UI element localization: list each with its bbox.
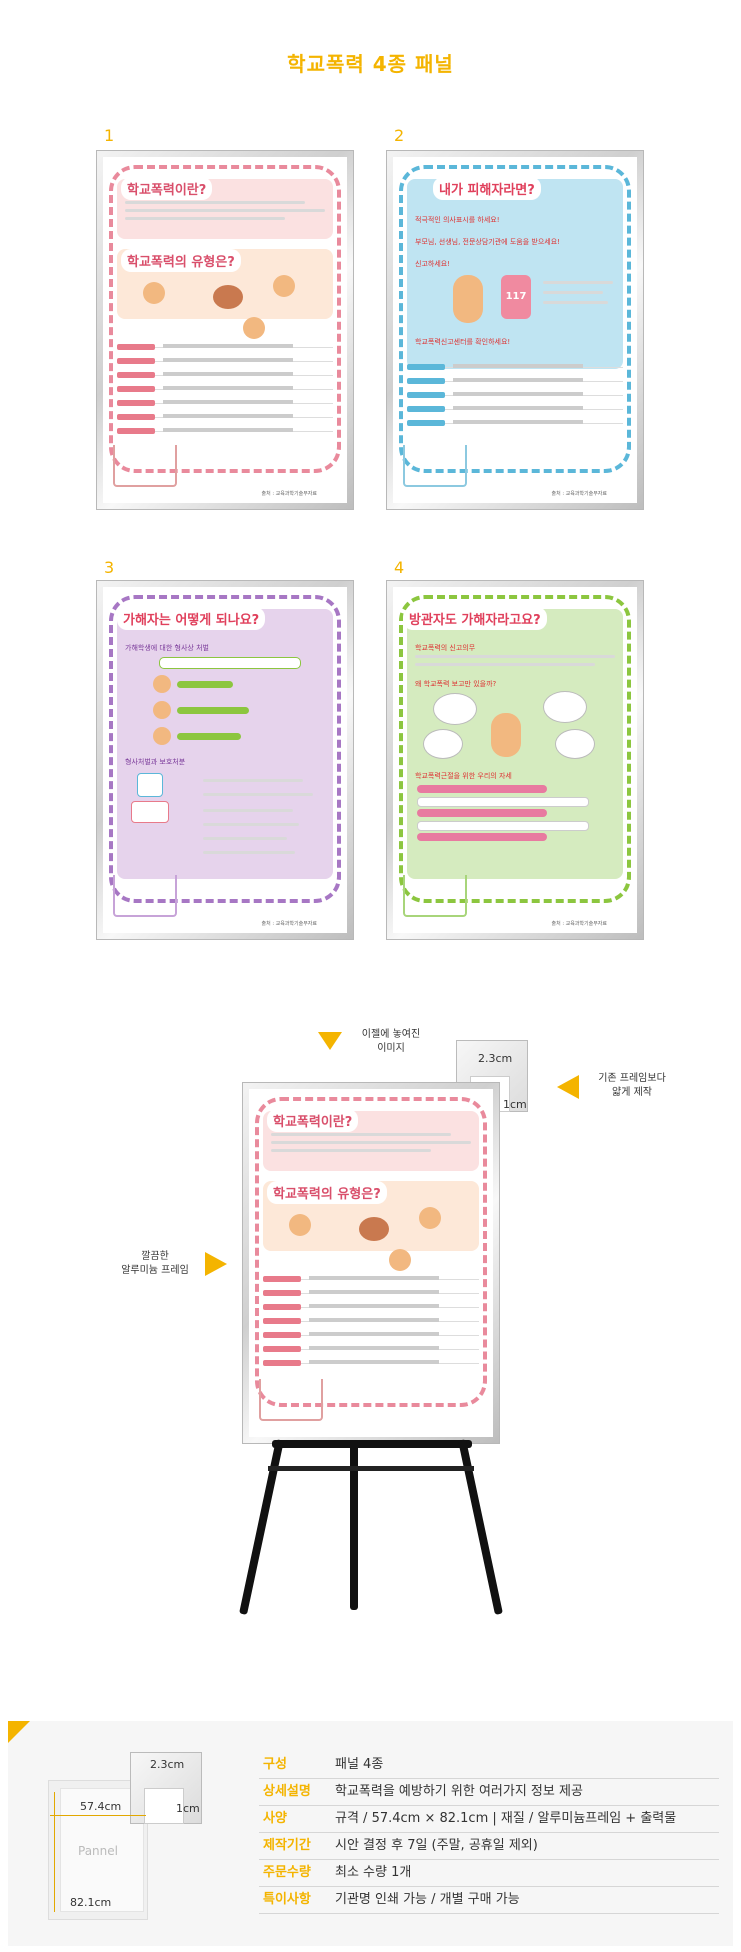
panel-3[interactable]: 가해자는 어떻게 되나요? 가해학생에 대한 형사상 처벌 형사처벌과 보호처분… [96,580,354,940]
panel-number-1: 1 [104,126,115,145]
house-illustration [113,875,177,917]
panel-1-dashed-border [109,165,341,473]
panel-4-content: 방관자도 가해자라고요? 학교폭력의 신고의무 왜 학교폭력 보고만 있을까? … [393,587,637,933]
person-illustration [491,713,521,757]
panel-number-2: 2 [394,126,405,145]
pannel-label: Pannel [78,1844,118,1858]
panel-2-dashed-border [399,165,631,473]
panel-2-bullet-1: 적극적인 의사표시를 하세요! [415,216,500,224]
person-illustration [453,275,483,323]
arrow-down-icon [318,1032,342,1050]
panel-number-3: 3 [104,558,115,577]
panel-4-bullet-3: 학교폭력근절을 위한 우리의 자세 [415,772,512,780]
easel-panel-heading1: 학교폭력이란? [267,1109,359,1132]
child-illustration [153,727,171,745]
panel-2-band [407,179,623,369]
panel-2[interactable]: 내가 피해자라면? 적극적인 의사표시를 하세요! 부모님, 선생님, 전문상담… [386,150,644,510]
panel-2-footer: 출처 : 교육과학기술부자료 [551,491,607,497]
frame-callout: 깔끔한 알루미늄 프레임 [121,1251,189,1276]
thin-frame-callout: 기존 프레임보다 얇게 제작 [598,1073,666,1098]
panel-4[interactable]: 방관자도 가해자라고요? 학교폭력의 신고의무 왜 학교폭력 보고만 있을까? … [386,580,644,940]
image-callout: 이젤에 놓여진 이미지 [361,1029,421,1054]
house-illustration [113,445,177,487]
panel-3-heading1: 가해자는 어떻게 되나요? [117,607,266,630]
panel-1-footer: 출처 : 교육과학기술부자료 [261,491,317,497]
panel-2-bullet-3: 신고하세요! [415,260,451,268]
child-illustration [153,701,171,719]
speech-bubble [423,729,463,759]
spec-corner-accent [8,1721,30,1743]
child-illustration [243,317,265,339]
phone-illustration: 117 [501,275,531,319]
depth-dimension: 2.3cm [478,1052,513,1065]
panel-1-content: 학교폭력이란? 학교폭력의 유형은? 출처 : 교육과학기술부자료 [103,157,347,503]
child-illustration [273,275,295,297]
panel-3-bullet-1: 가해학생에 대한 형사상 처벌 [125,644,209,652]
arrow-left-icon [557,1075,579,1099]
spec-width-dimension: 57.4cm [80,1800,122,1813]
panel-4-bullet-2: 왜 학교폭력 보고만 있을까? [415,680,497,688]
spec-depth-dimension: 2.3cm [150,1758,185,1771]
panel-2-content: 내가 피해자라면? 적극적인 의사표시를 하세요! 부모님, 선생님, 전문상담… [393,157,637,503]
panel-3-dashed-border [109,595,341,903]
easel-panel: 학교폭력이란? 학교폭력의 유형은? [242,1082,500,1444]
panel-2-bullet-4: 학교폭력신고센터를 확인하세요! [415,338,511,346]
panel-4-footer: 출처 : 교육과학기술부자료 [551,921,607,927]
house-illustration [403,445,467,487]
easel-panel-content: 학교폭력이란? 학교폭력의 유형은? [249,1089,493,1437]
child-illustration [143,282,165,304]
panel-3-notice [159,657,301,669]
speech-bubble [555,729,595,759]
panel-2-heading1: 내가 피해자라면? [433,177,541,200]
child-illustration [153,675,171,693]
page-title: 학교폭력 4종 패널 [287,52,454,76]
spec-side-dimension: 1cm [176,1802,200,1815]
width-dimension: 1cm [503,1098,527,1111]
panel-1[interactable]: 학교폭력이란? 학교폭력의 유형은? 출처 : 교육과학기술부자료 [96,150,354,510]
school-illustration [213,285,243,309]
panel-4-dashed-border [399,595,631,903]
panel-number-4: 4 [394,558,405,577]
panel-3-bullet-2: 형사처벌과 보호처분 [125,758,186,766]
panel-3-content: 가해자는 어떻게 되나요? 가해학생에 대한 형사상 처벌 형사처벌과 보호처분… [103,587,347,933]
speech-bubble [433,693,477,725]
panel-1-heading1: 학교폭력이란? [121,177,213,200]
panel-1-heading2: 학교폭력의 유형은? [121,249,241,272]
panel-3-footer: 출처 : 교육과학기술부자료 [261,921,317,927]
house-illustration [403,875,467,917]
arrow-right-icon [205,1252,227,1276]
easel-panel-heading2: 학교폭력의 유형은? [267,1181,387,1204]
panel-4-bullet-1: 학교폭력의 신고의무 [415,644,476,652]
speech-bubble [543,691,587,723]
panel-2-bullet-2: 부모님, 선생님, 전문상담기관에 도움을 받으세요! [415,238,560,246]
panel-3-band [117,609,333,879]
spec-height-dimension: 82.1cm [70,1896,112,1909]
panel-4-heading1: 방관자도 가해자라고요? [403,607,547,630]
